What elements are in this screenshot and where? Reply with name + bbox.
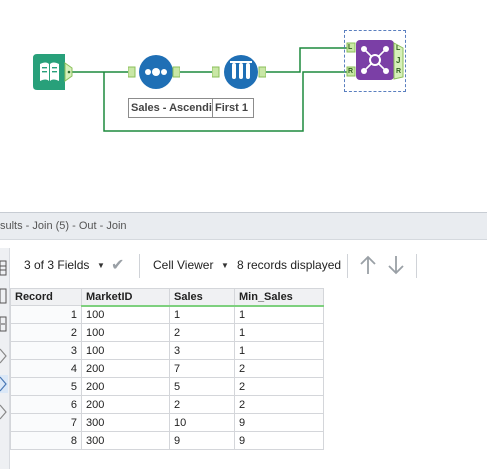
sort-tool[interactable] [127, 54, 181, 90]
record-number-cell: 8 [10, 431, 82, 450]
table-row[interactable]: 8 300 9 9 [10, 431, 324, 450]
grid-header-row: Record MarketID Sales Min_Sales [10, 288, 324, 307]
table-row[interactable]: 7 300 10 9 [10, 413, 324, 432]
sort-annotation: Sales - Ascendin [128, 98, 214, 118]
table-cell[interactable]: 1 [234, 305, 324, 324]
join-output-left-label: L [396, 45, 401, 52]
table-cell[interactable]: 200 [81, 395, 170, 414]
table-row[interactable]: 2 100 2 1 [10, 323, 324, 342]
table-row[interactable]: 6 200 2 2 [10, 395, 324, 414]
table-cell[interactable]: 300 [81, 413, 170, 432]
sample-annotation: First 1 [212, 98, 254, 118]
records-displayed-text: 8 records displayed [237, 258, 342, 272]
table-cell[interactable]: 9 [234, 431, 324, 450]
results-toolbar: 3 of 3 Fields ▼ ✔ Cell Viewer ▼ 8 record… [10, 248, 487, 284]
record-number-cell: 6 [10, 395, 82, 414]
table-cell[interactable]: 100 [81, 323, 170, 342]
results-window-title: sults - Join (5) - Out - Join [0, 212, 487, 240]
table-row[interactable]: 1 100 1 1 [10, 305, 324, 324]
results-grid[interactable]: Record MarketID Sales Min_Sales 1 100 1 … [10, 288, 324, 450]
anchor-input-icon[interactable] [0, 346, 8, 366]
test-tubes-icon [211, 55, 267, 89]
anchor-other-icon[interactable] [0, 402, 8, 422]
fields-selector[interactable]: 3 of 3 Fields [24, 258, 90, 272]
table-cell[interactable]: 3 [169, 341, 235, 360]
toolbar-separator [139, 254, 140, 278]
results-side-toolbar [0, 248, 10, 469]
fields-dropdown-icon[interactable]: ▼ [97, 261, 105, 270]
metadata-view-icon[interactable] [0, 286, 8, 306]
column-header-min-sales[interactable]: Min_Sales [234, 288, 324, 307]
column-header-sales[interactable]: Sales [169, 288, 235, 307]
table-cell[interactable]: 10 [169, 413, 235, 432]
workflow-canvas[interactable]: L R L J R Sales - Ascendin First 1 [0, 0, 487, 205]
table-cell[interactable]: 7 [169, 359, 235, 378]
toolbar-separator [347, 254, 348, 278]
table-cell[interactable]: 9 [234, 413, 324, 432]
sample-tool[interactable] [211, 54, 267, 90]
arrow-down-icon[interactable] [386, 254, 406, 279]
table-row[interactable]: 4 200 7 2 [10, 359, 324, 378]
table-cell[interactable]: 200 [81, 359, 170, 378]
table-row[interactable]: 5 200 5 2 [10, 377, 324, 396]
checkmark-icon[interactable]: ✔ [111, 257, 125, 274]
record-number-cell: 3 [10, 341, 82, 360]
record-number-cell: 2 [10, 323, 82, 342]
table-cell[interactable]: 200 [81, 377, 170, 396]
sort-dots-icon [127, 55, 181, 89]
cell-viewer-dropdown-icon[interactable]: ▼ [221, 261, 229, 270]
join-anchor-left-label: L [348, 44, 353, 51]
table-cell[interactable]: 1 [169, 305, 235, 324]
results-title-text: sults - Join (5) - Out - Join [0, 220, 127, 232]
join-anchor-right-label: R [348, 68, 354, 75]
table-cell[interactable]: 300 [81, 431, 170, 450]
cell-viewer-selector[interactable]: Cell Viewer [153, 258, 214, 272]
connection-wires [72, 47, 348, 132]
column-header-record[interactable]: Record [10, 288, 82, 306]
table-cell[interactable]: 100 [81, 305, 170, 324]
anchor-output-selected-icon[interactable] [0, 374, 8, 394]
input-data-tool[interactable] [33, 54, 77, 90]
profile-view-icon[interactable] [0, 314, 8, 334]
join-icon [346, 40, 404, 80]
arrow-up-icon[interactable] [358, 254, 378, 279]
table-cell[interactable]: 2 [169, 323, 235, 342]
table-cell[interactable]: 2 [234, 395, 324, 414]
record-number-cell: 1 [10, 305, 82, 324]
record-number-cell: 5 [10, 377, 82, 396]
table-row[interactable]: 3 100 3 1 [10, 341, 324, 360]
table-cell[interactable]: 1 [234, 323, 324, 342]
join-output-right-label: R [396, 68, 402, 75]
table-cell[interactable]: 1 [234, 341, 324, 360]
join-tool[interactable]: L R L J R [344, 30, 406, 92]
table-cell[interactable]: 100 [81, 341, 170, 360]
column-header-marketid[interactable]: MarketID [81, 288, 170, 307]
record-number-cell: 4 [10, 359, 82, 378]
toolbar-separator [416, 254, 417, 278]
grid-view-icon[interactable] [0, 258, 8, 278]
table-cell[interactable]: 2 [234, 377, 324, 396]
table-cell[interactable]: 2 [234, 359, 324, 378]
book-icon [33, 54, 73, 90]
table-cell[interactable]: 2 [169, 395, 235, 414]
record-number-cell: 7 [10, 413, 82, 432]
table-cell[interactable]: 9 [169, 431, 235, 450]
join-output-join-label: J [396, 56, 401, 65]
table-cell[interactable]: 5 [169, 377, 235, 396]
